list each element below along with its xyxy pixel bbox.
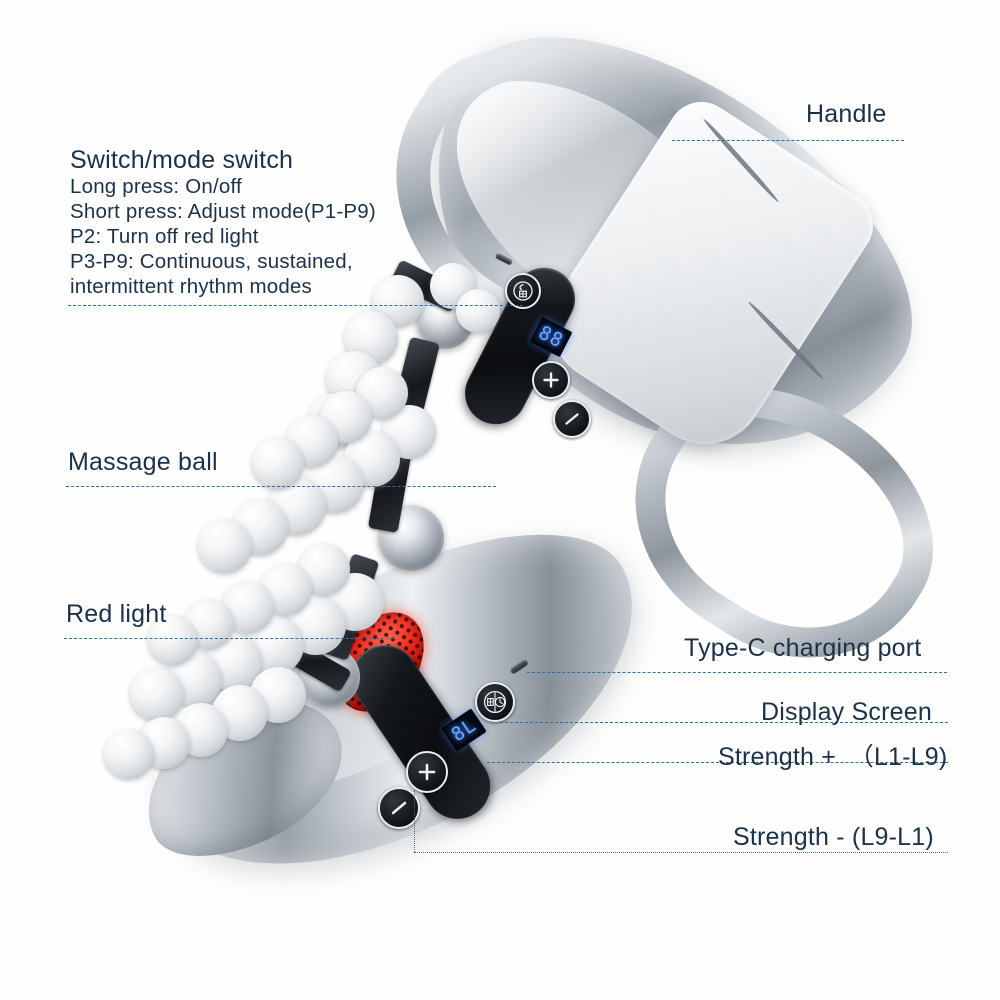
leader-switch-mode: [68, 305, 523, 306]
annotation-switch-mode: Switch/mode switch Long press: On/off Sh…: [70, 146, 376, 299]
massage-ball: [104, 729, 154, 779]
upper-massager-device: 88: [340, 0, 979, 710]
massage-ball: [252, 437, 304, 489]
massage-ball-assembly: [100, 255, 620, 795]
switch-mode-title: Switch/mode switch: [70, 146, 294, 174]
leader-type-c: [527, 672, 947, 673]
switch-mode-line-1: Long press: On/off: [70, 174, 242, 198]
annotation-handle: Handle: [806, 100, 887, 128]
leader-strength-plus: [487, 762, 948, 763]
switch-mode-line-4: P3-P9: Continuous, sustained,: [70, 249, 353, 273]
annotation-massage-ball: Massage ball: [68, 448, 218, 476]
annotation-display-screen: Display Screen: [761, 698, 932, 726]
leader-red-light: [64, 638, 394, 639]
leader-display-screen: [500, 722, 948, 723]
leader-massage-ball: [66, 486, 496, 487]
annotation-red-light: Red light: [66, 600, 167, 628]
massage-ball: [198, 519, 252, 573]
massage-ball: [130, 667, 184, 721]
leader-strength-minus: [414, 852, 948, 853]
minus-icon: [555, 402, 589, 436]
leader-handle: [672, 140, 904, 141]
leader-strength-minus-elbow: [414, 790, 415, 852]
massage-ball: [456, 289, 500, 333]
switch-mode-line-5: intermittent rhythm modes: [70, 274, 312, 298]
annotation-strength-minus: Strength - (L9-L1): [733, 823, 934, 851]
annotation-type-c: Type-C charging port: [684, 634, 922, 662]
annotation-strength-plus: Strength + （L1-L9): [718, 743, 948, 771]
switch-mode-line-3: P2: Turn off red light: [70, 224, 259, 248]
switch-mode-line-2: Short press: Adjust mode(P1-P9): [70, 199, 376, 223]
lower-massager-device: 8L: [111, 460, 740, 936]
